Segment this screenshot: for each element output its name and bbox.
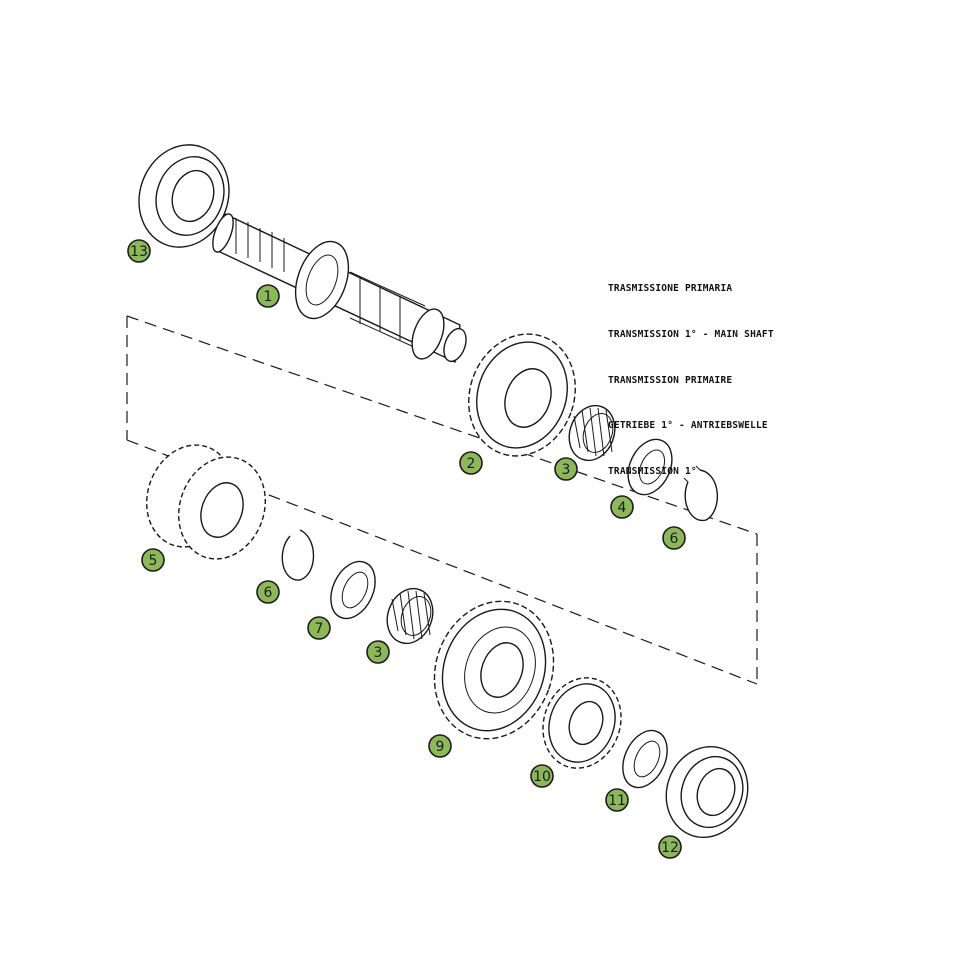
svg-text:5: 5 bbox=[149, 553, 158, 569]
large-gear bbox=[433, 600, 555, 740]
assembly-outline bbox=[126, 315, 758, 685]
washer-7 bbox=[330, 560, 376, 620]
ball-bearing-top bbox=[138, 144, 230, 248]
callout-9: 9 bbox=[428, 734, 452, 758]
callout-4: 4 bbox=[610, 495, 634, 519]
ball-bearing-bottom bbox=[665, 745, 749, 839]
circlip-lower bbox=[281, 529, 315, 581]
svg-text:1: 1 bbox=[264, 289, 273, 305]
callout-12: 12 bbox=[658, 835, 682, 859]
callout-13: 13 bbox=[127, 239, 151, 263]
callout-7: 7 bbox=[307, 616, 331, 640]
svg-text:6: 6 bbox=[264, 585, 273, 601]
title-line-es: TRANSMISSION 1° bbox=[608, 465, 697, 477]
thrust-washer bbox=[627, 438, 673, 496]
main-shaft bbox=[212, 212, 467, 364]
title-line-it: TRASMISSIONE PRIMARIA bbox=[608, 283, 733, 295]
callout-2: 2 bbox=[459, 451, 483, 475]
callout-5: 5 bbox=[141, 548, 165, 572]
washer-11 bbox=[622, 729, 668, 789]
title-line-de: GETRIEBE 1° - ANTRIEBSWELLE bbox=[608, 420, 768, 432]
small-gear bbox=[542, 677, 622, 769]
callout-6-lower: 6 bbox=[256, 580, 280, 604]
callout-3-top: 3 bbox=[554, 457, 578, 481]
svg-text:6: 6 bbox=[670, 531, 679, 547]
title-line-fr: TRANSMISSION PRIMAIRE bbox=[608, 374, 733, 386]
gear-2 bbox=[468, 333, 576, 457]
callout-11: 11 bbox=[605, 788, 629, 812]
title-block: TRASMISSIONE PRIMARIA TRANSMISSION 1° - … bbox=[608, 251, 774, 494]
svg-text:4: 4 bbox=[618, 500, 627, 516]
needle-bearing-top bbox=[568, 404, 616, 462]
svg-text:13: 13 bbox=[130, 244, 148, 260]
callout-1: 1 bbox=[256, 284, 280, 308]
circlip-top bbox=[683, 465, 719, 521]
svg-text:10: 10 bbox=[533, 769, 551, 785]
svg-text:7: 7 bbox=[315, 621, 324, 637]
callout-10: 10 bbox=[530, 764, 554, 788]
svg-text:9: 9 bbox=[436, 739, 445, 755]
double-gear bbox=[146, 444, 266, 560]
callout-3-lower: 3 bbox=[366, 640, 390, 664]
svg-text:3: 3 bbox=[562, 462, 571, 478]
needle-bearing-lower bbox=[386, 587, 434, 645]
svg-text:12: 12 bbox=[661, 840, 679, 856]
svg-text:3: 3 bbox=[374, 645, 383, 661]
title-line-en: TRANSMISSION 1° - MAIN SHAFT bbox=[608, 329, 774, 341]
callout-6-top: 6 bbox=[662, 526, 686, 550]
svg-text:11: 11 bbox=[608, 793, 626, 809]
svg-text:2: 2 bbox=[467, 456, 476, 472]
